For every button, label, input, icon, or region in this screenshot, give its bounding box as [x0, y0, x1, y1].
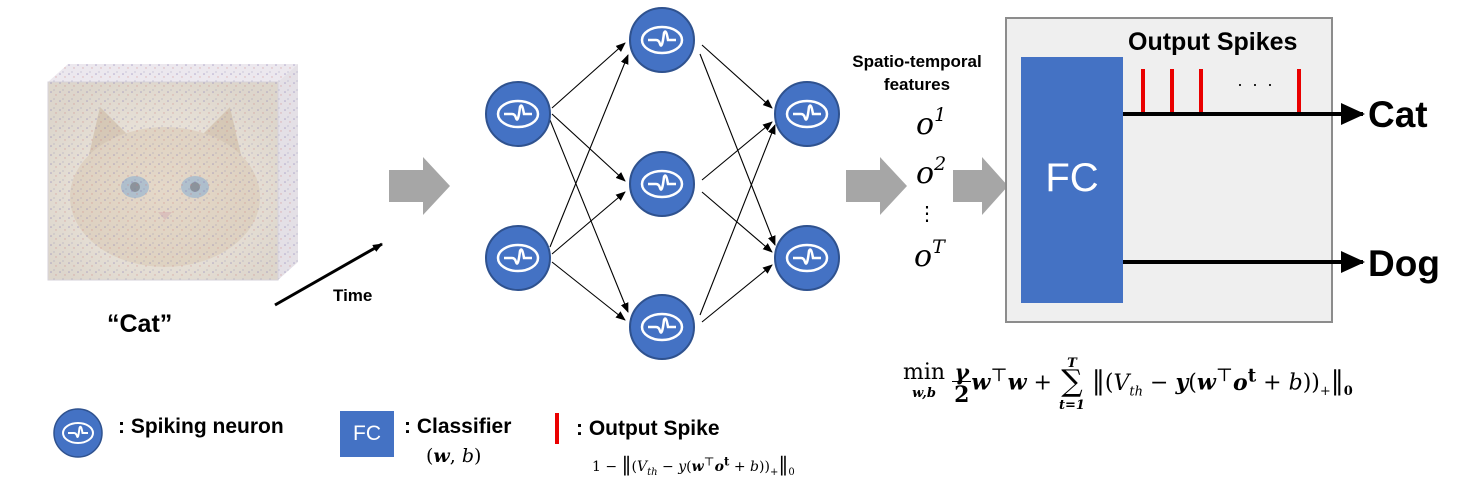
time-arrow [274, 242, 383, 307]
flow-arrow-3 [953, 157, 1008, 215]
output-spike [1141, 69, 1145, 114]
output-spikes-title: Output Spikes [1128, 28, 1298, 56]
network-connections [549, 42, 776, 323]
legend-classifier-text: : Classifier [404, 415, 512, 438]
output-spike [1199, 69, 1203, 114]
spike-ellipsis: · · · [1237, 74, 1275, 94]
cat-image-stack [47, 64, 298, 281]
features-title: Spatio-temporal features [832, 50, 1002, 96]
features-title-line1: Spatio-temporal [852, 52, 982, 71]
legend-spike-icon [555, 413, 559, 444]
feature-o2: o2 [916, 153, 947, 191]
legend-classifier-params: (w, b) [426, 445, 482, 467]
fc-layer [1021, 57, 1123, 303]
fc-label: FC [1045, 156, 1099, 200]
features-title-line2: features [883, 75, 951, 94]
class-label-cat: Cat [1368, 94, 1428, 135]
input-caption: “Cat” [107, 310, 173, 338]
feature-o1: o1 [916, 104, 947, 142]
output-spike [1170, 69, 1174, 114]
feature-oT: oT [914, 236, 945, 274]
feature-vertical-ellipsis: ⋮ [917, 201, 937, 225]
legend-neuron-icon [53, 408, 103, 458]
legend-fc-icon: FC [340, 411, 394, 457]
flow-arrow-2 [846, 157, 907, 215]
legend-neuron-text: : Spiking neuron [118, 415, 284, 438]
legend-spike-formula: 1 − ‖(Vth − y(w⊤ot + b))+‖0 [592, 452, 795, 478]
input-cube [40, 62, 310, 292]
output-spike-train [1141, 69, 1301, 114]
time-label: Time [333, 286, 373, 305]
flow-arrow-1 [389, 157, 450, 215]
output-spike [1297, 69, 1301, 114]
class-label-dog: Dog [1368, 243, 1440, 284]
legend-spike-text: : Output Spike [576, 417, 720, 440]
